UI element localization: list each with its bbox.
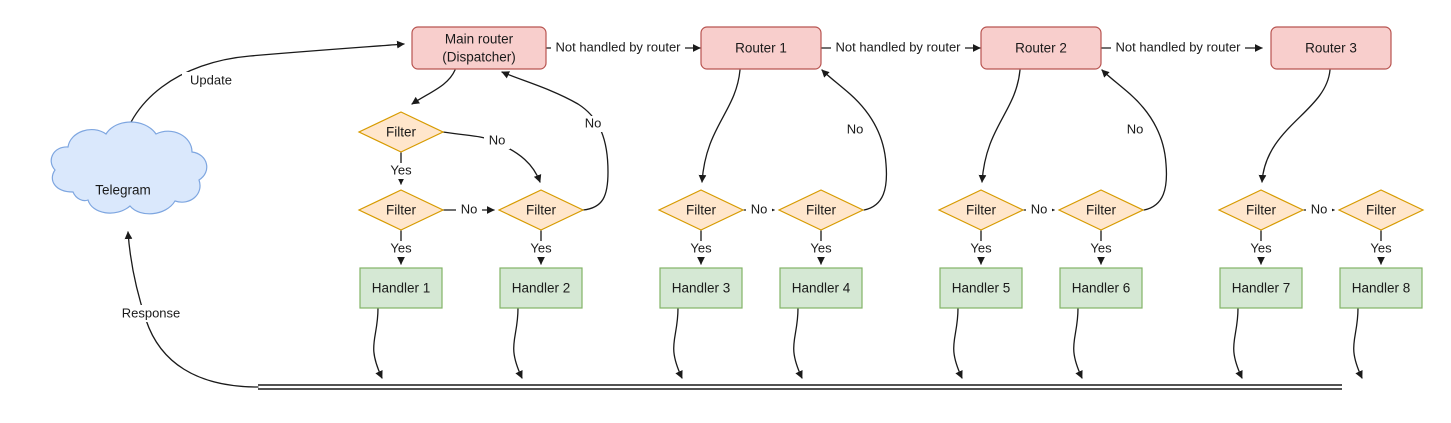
handler-1-box (359, 267, 443, 309)
node-filter-5[interactable]: Filter (937, 189, 1025, 231)
filter-4-diamond (777, 189, 865, 231)
edge-router1-to-filter-3 (698, 69, 741, 183)
edge-filter-4-no-to-router1 (821, 69, 888, 211)
node-filter-a[interactable]: Filter (357, 111, 445, 153)
edge-handler-2-to-join (513, 307, 523, 379)
edge-router3-to-filter-7 (1258, 69, 1331, 183)
edge-update (119, 40, 405, 156)
filter-8-diamond (1337, 189, 1425, 231)
edge-response-to-telegram (124, 231, 259, 388)
node-filter-3[interactable]: Filter (657, 189, 745, 231)
filter-5-diamond (937, 189, 1025, 231)
edge-handler-4-to-join (793, 307, 803, 379)
edge-handler-5-to-join (953, 307, 963, 379)
router-1-box (700, 26, 822, 70)
node-filter-1[interactable]: Filter (357, 189, 445, 231)
node-filter-6[interactable]: Filter (1057, 189, 1145, 231)
node-handler-6[interactable]: Handler 6 (1059, 267, 1143, 309)
main-router-box (411, 26, 547, 70)
edge-handler-8-to-join (1353, 307, 1363, 379)
edge-handler-3-to-join (673, 307, 683, 379)
handler-5-box (939, 267, 1023, 309)
node-filter-4[interactable]: Filter (777, 189, 865, 231)
edge-filter-6-no-to-router2 (1101, 69, 1168, 211)
handler-8-box (1339, 267, 1423, 309)
handler-6-box (1059, 267, 1143, 309)
filter-6-diamond (1057, 189, 1145, 231)
node-telegram[interactable]: Telegram (50, 121, 208, 215)
handler-3-box (659, 267, 743, 309)
filter-a-diamond (357, 111, 445, 153)
edge-handler-1-to-join (373, 307, 383, 379)
edge-handler-6-to-join (1073, 307, 1083, 379)
handler-4-box (779, 267, 863, 309)
node-handler-8[interactable]: Handler 8 (1339, 267, 1423, 309)
edge-labels-layer: Update Response Not handled by router No… (112, 39, 1398, 322)
edge-handler-7-to-join (1233, 307, 1243, 379)
node-filter-8[interactable]: Filter (1337, 189, 1425, 231)
handler-2-box (499, 267, 583, 309)
node-handler-2[interactable]: Handler 2 (499, 267, 583, 309)
handler-7-box (1219, 267, 1303, 309)
node-handler-5[interactable]: Handler 5 (939, 267, 1023, 309)
cloud-icon (50, 121, 208, 215)
node-handler-4[interactable]: Handler 4 (779, 267, 863, 309)
node-router-1[interactable]: Router 1 (700, 26, 822, 70)
router-2-box (980, 26, 1102, 70)
node-filter-7[interactable]: Filter (1217, 189, 1305, 231)
filter-1-diamond (357, 189, 445, 231)
filter-3-diamond (657, 189, 745, 231)
node-router-3[interactable]: Router 3 (1270, 26, 1392, 70)
node-router-2[interactable]: Router 2 (980, 26, 1102, 70)
node-handler-1[interactable]: Handler 1 (359, 267, 443, 309)
filter-2-diamond (497, 189, 585, 231)
node-main-router[interactable]: Main router (Dispatcher) (411, 26, 547, 70)
edge-mainrouter-to-filter-a (411, 69, 456, 105)
edge-router2-to-filter-5 (978, 69, 1021, 183)
node-handler-7[interactable]: Handler 7 (1219, 267, 1303, 309)
edge-filter-2-no-to-mainrouter (501, 71, 609, 211)
node-handler-3[interactable]: Handler 3 (659, 267, 743, 309)
filter-7-diamond (1217, 189, 1305, 231)
node-filter-2[interactable]: Filter (497, 189, 585, 231)
router-3-box (1270, 26, 1392, 70)
